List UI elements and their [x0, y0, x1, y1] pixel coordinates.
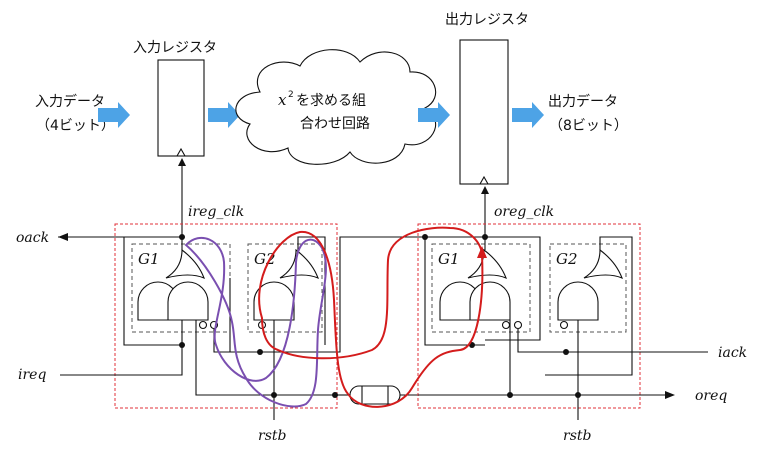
input-arrow — [98, 102, 130, 128]
ireq-wire — [60, 320, 183, 376]
left-feedback-wire — [123, 237, 182, 346]
iack-label: iack — [718, 345, 747, 361]
left-g2-feedback — [297, 236, 326, 345]
oreg-clk-label: oreg_clk — [494, 204, 554, 220]
mid-arrow-left — [208, 102, 240, 128]
right-g1-return — [485, 236, 541, 341]
right-g2-label: G2 — [556, 250, 578, 268]
ireg-clk-label: ireg_clk — [188, 204, 244, 220]
junction-dot — [575, 392, 581, 398]
right-controller-box — [417, 223, 641, 409]
cloud-line2: 合わせ回路 — [300, 116, 370, 132]
input-register-label: 入力レジスタ — [133, 40, 217, 56]
left-controller-box — [114, 223, 338, 409]
right-g2-feedback — [545, 236, 633, 376]
junction-dot — [271, 392, 277, 398]
mid-arrow-right — [418, 102, 450, 128]
ireg-clk-arrowhead — [178, 158, 186, 166]
left-rstb-label: rstb — [258, 428, 287, 444]
left-g1-label: G1 — [138, 250, 160, 268]
left-g2-box — [247, 243, 323, 333]
oreq-arrowhead — [665, 391, 675, 399]
left-cross-wire — [213, 236, 425, 353]
junction-dot — [257, 349, 263, 355]
oack-label: oack — [16, 230, 49, 246]
right-g1-box — [431, 243, 531, 333]
right-g2-box — [549, 243, 627, 333]
cloud-exponent: 2 — [288, 90, 294, 100]
red-signal-loop — [258, 226, 484, 408]
oreg-clk-arrowhead — [481, 186, 489, 194]
junction-dot — [563, 349, 569, 355]
input-register-clock-mark — [176, 147, 186, 157]
cloud-var: x — [278, 91, 287, 109]
output-register — [459, 39, 509, 185]
junction-dot — [507, 392, 513, 398]
left-g2-or-gate — [279, 248, 319, 280]
left-inverter-bubble-a — [198, 320, 208, 330]
left-g1-and-gate-b — [167, 281, 209, 321]
right-g2-bubble — [559, 320, 569, 330]
red-loop-arrowhead — [477, 246, 487, 258]
right-g2-and-gate — [557, 281, 599, 321]
junction-dot — [422, 234, 428, 240]
output-data-label: 出力データ — [548, 93, 618, 110]
input-data-label: 入力データ — [35, 93, 105, 110]
ireq-label: ireq — [18, 367, 46, 383]
right-inverter-bubble-b — [513, 320, 523, 330]
right-g1-or-gate — [467, 248, 507, 280]
combinational-circuit-cloud — [235, 49, 437, 165]
right-g1-label: G1 — [438, 250, 460, 268]
junction-dot — [482, 234, 488, 240]
right-g2-or-gate — [583, 248, 623, 280]
right-rstb-label: rstb — [563, 428, 592, 444]
right-g1-and-gate-b — [469, 281, 511, 321]
right-feedback-wire — [424, 237, 485, 346]
left-g2-label: G2 — [254, 250, 276, 268]
junction-dot — [179, 342, 185, 348]
junction-dot — [179, 234, 185, 240]
output-register-clock-mark — [479, 175, 489, 185]
input-data-bits: （4ビット） — [36, 118, 115, 134]
input-register — [157, 59, 205, 157]
output-register-label: 出力レジスタ — [445, 12, 529, 28]
oack-arrowhead — [58, 233, 68, 241]
left-g1-or-gate — [165, 248, 205, 280]
right-inverter-bubble-a — [501, 320, 511, 330]
output-data-bits: （8ビット） — [549, 118, 628, 134]
left-bottom-wire — [195, 320, 335, 396]
cloud-line1: を求める組 — [296, 93, 366, 109]
iack-wire — [517, 329, 708, 353]
oreq-label: oreq — [695, 388, 727, 404]
output-arrow — [512, 102, 544, 128]
